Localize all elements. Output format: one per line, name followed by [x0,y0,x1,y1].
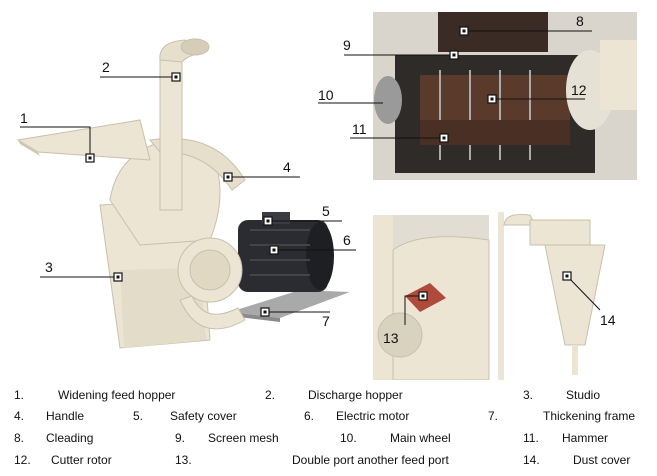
callout-3: 3 [45,259,53,275]
legend-label-14: Dust cover [573,453,631,467]
legend-label-8: Cleading [46,431,94,445]
legend-label-5: Safety cover [170,409,237,423]
legend-num-13: 13. [175,453,192,467]
callout-9: 9 [343,37,351,53]
legend-label-2: Discharge hopper [308,388,403,402]
parts-legend: 1. Widening feed hopper 2. Discharge hop… [0,388,657,476]
legend-num-2: 2. [265,388,276,402]
callout-13: 13 [383,330,399,346]
legend-label-12: Cutter rotor [51,453,112,467]
callout-12: 12 [571,82,587,98]
legend-num-5: 5. [133,409,144,423]
callout-8: 8 [576,13,584,29]
callout-11: 11 [352,121,367,137]
feed-port-photo [373,215,490,380]
main-machine-illustration [16,38,350,349]
legend-label-3: Studio [566,388,601,402]
legend-label-13: Double port another feed port [292,453,449,467]
callouts: 1 2 4 5 6 3 7 8 9 10 [20,13,616,346]
callout-1: 1 [20,110,28,126]
machine-diagram: 1 2 4 5 6 3 7 8 9 10 [16,12,637,380]
callout-2: 2 [102,59,110,75]
callout-7: 7 [322,313,330,329]
legend-num-7: 7. [488,409,499,423]
legend-label-10: Main wheel [390,431,451,445]
dust-cover-photo [498,212,606,380]
callout-5: 5 [322,203,330,219]
callout-4: 4 [283,159,291,175]
legend-num-4: 4. [14,409,25,423]
callout-10: 10 [318,87,334,103]
legend-label-9: Screen mesh [208,431,279,445]
legend-num-8: 8. [14,431,25,445]
legend-num-1: 1. [14,388,25,402]
legend-label-6: Electric motor [336,409,410,423]
callout-6: 6 [343,232,351,248]
legend-num-12: 12. [14,453,31,467]
legend-num-3: 3. [523,388,534,402]
legend-num-11: 11. [523,431,539,445]
legend-label-4: Handle [46,409,85,423]
legend-num-9: 9. [175,431,186,445]
rotor-photo [373,12,637,180]
legend-num-10: 10. [340,431,357,445]
legend-num-6: 6. [304,409,315,423]
legend-label-7: Thickening frame [543,409,636,423]
legend-label-1: Widening feed hopper [58,388,176,402]
legend-label-11: Hammer [562,431,609,445]
callout-14: 14 [600,312,616,328]
legend-num-14: 14. [523,453,540,467]
